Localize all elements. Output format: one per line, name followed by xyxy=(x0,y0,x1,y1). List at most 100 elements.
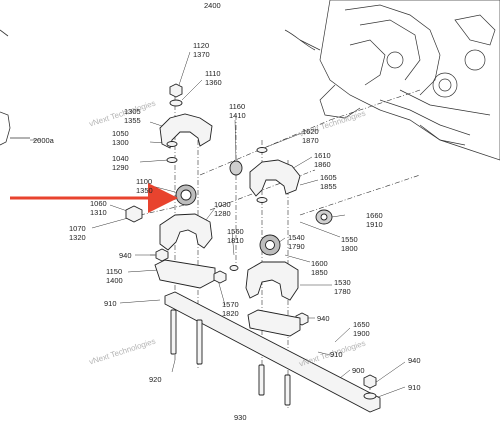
callout-930: 930 xyxy=(234,413,247,421)
part-number-alt: 1360 xyxy=(205,78,222,87)
part-number-alt: 1870 xyxy=(302,136,319,145)
part-number-alt: 1320 xyxy=(69,233,86,242)
bolt-920d xyxy=(284,374,291,406)
strip-910 xyxy=(164,291,381,413)
callout-2400: 2400 xyxy=(204,1,221,10)
callout-910b: 910 xyxy=(330,350,343,359)
part-number: 930 xyxy=(234,413,247,421)
left-stack-parts xyxy=(125,83,381,413)
part-number: 1620 xyxy=(302,127,319,136)
callout-920: 920 xyxy=(149,375,162,384)
plate-1650 xyxy=(247,309,301,337)
part-number-alt: 1910 xyxy=(366,220,383,229)
part-number: 1110 xyxy=(205,69,221,78)
lower-clamp-1030 xyxy=(159,213,213,251)
part-number-alt: 1790 xyxy=(288,242,305,251)
part-number: 920 xyxy=(149,375,162,384)
bolt-1060 xyxy=(125,205,143,223)
bushing-1160 xyxy=(229,160,243,176)
part-number-alt: 1400 xyxy=(106,276,123,285)
callout-910a: 910 xyxy=(104,299,117,308)
part-number: 1650 xyxy=(353,320,370,329)
callout-940c: 940 xyxy=(408,356,421,365)
part-number: 940 xyxy=(317,314,330,323)
part-number-alt: 1860 xyxy=(314,160,331,169)
part-number-alt: 1290 xyxy=(112,163,129,172)
part-number: 1530 xyxy=(334,278,351,287)
part-number-alt: 1355 xyxy=(124,116,141,125)
part-number: 940 xyxy=(408,356,421,365)
bolt-920a xyxy=(170,309,177,355)
part-number: 1160 xyxy=(229,102,246,111)
part-number: 910 xyxy=(330,350,343,359)
nut-1570 xyxy=(213,270,227,284)
part-number-alt: 1350 xyxy=(136,186,153,195)
callout-2000a: 2000a xyxy=(33,136,54,145)
bolt-920c xyxy=(258,364,265,396)
part-number: 1070 xyxy=(69,224,86,233)
part-number-alt: 1820 xyxy=(222,309,239,318)
part-number: 1060 xyxy=(90,199,107,208)
part-number-alt: 1810 xyxy=(227,236,244,245)
bolt-920b xyxy=(196,319,203,365)
part-number: 1540 xyxy=(288,233,305,242)
part-number: 1030 xyxy=(214,200,231,209)
upper-clamp-1605 xyxy=(249,159,301,197)
part-number: 2000a xyxy=(33,136,54,145)
callout-940b: 940 xyxy=(317,314,330,323)
part-number: 1150 xyxy=(106,267,123,276)
part-number: 1605 xyxy=(320,173,337,182)
part-number-alt: 1855 xyxy=(320,182,337,191)
left-part-fragment xyxy=(0,29,30,146)
washer-910c xyxy=(363,392,377,400)
part-number-alt: 1800 xyxy=(341,244,358,253)
right-stack-parts xyxy=(213,147,377,406)
part-number: 1120 xyxy=(193,41,210,50)
engine-illustration xyxy=(284,0,500,161)
part-number: 2400 xyxy=(204,1,221,10)
part-number-alt: 1280 xyxy=(214,209,231,218)
part-number: 1560 xyxy=(227,227,244,236)
part-number: 940 xyxy=(119,251,132,260)
part-number: 1100 xyxy=(136,177,153,186)
part-number: 1550 xyxy=(341,235,358,244)
part-number: 910 xyxy=(408,383,421,392)
lower-clamp-1530 xyxy=(245,261,299,301)
callout-910c: 910 xyxy=(408,383,421,392)
part-number: 1570 xyxy=(222,300,239,309)
washer-1050 xyxy=(166,141,178,147)
nut-940c xyxy=(363,374,377,389)
plate-1150 xyxy=(154,259,216,289)
part-number-alt: 1850 xyxy=(311,268,328,277)
part-number-alt: 1410 xyxy=(229,111,246,120)
part-number-alt: 1310 xyxy=(90,208,107,217)
part-number: 1660 xyxy=(366,211,383,220)
part-number-alt: 1370 xyxy=(193,50,210,59)
part-number-alt: 1300 xyxy=(112,138,129,147)
callout-900: 900 xyxy=(352,366,365,375)
part-number: 1610 xyxy=(314,151,331,160)
washer-1040 xyxy=(166,157,178,163)
part-number: 910 xyxy=(104,299,117,308)
nut-940a xyxy=(155,248,169,262)
